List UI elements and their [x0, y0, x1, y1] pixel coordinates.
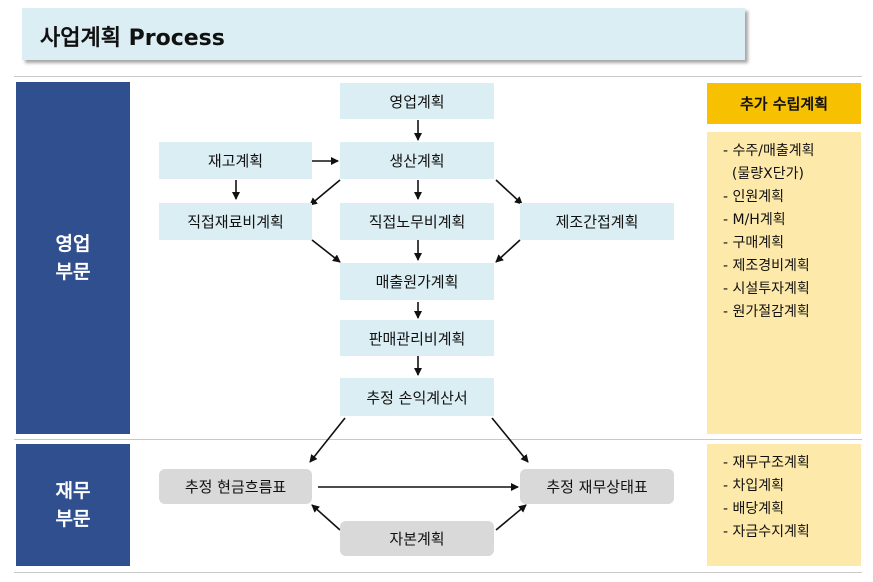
- arrow-capital-to-balance: [495, 504, 527, 531]
- node-manufacturing-overhead-plan: 제조간접계획: [520, 203, 674, 240]
- additional-item: - 차입계획: [723, 478, 785, 494]
- arrow-production-to-overhead: [495, 179, 523, 205]
- additional-item: - 시설투자계획: [723, 281, 810, 297]
- additional-item: - 원가절감계획: [723, 304, 810, 320]
- arrow-income-to-cashflow: [309, 417, 346, 463]
- node-estimated-income-statement: 추정 손익계산서: [340, 378, 494, 416]
- arrow-capital-to-cashflow: [311, 504, 341, 531]
- finance-department-label: 재무 부문: [16, 444, 130, 566]
- finance-additional-panel: - 재무구조계획 - 차입계획 - 배당계획 - 자금수지계획: [707, 444, 861, 566]
- section-divider: [14, 439, 862, 440]
- page-title: 사업계획 Process: [40, 26, 225, 51]
- additional-item: - 배당계획: [723, 501, 785, 517]
- node-direct-material-plan: 직접재료비계획: [159, 203, 312, 240]
- sales-additional-panel: - 수주/매출계획 (물량X단가) - 인원계획 - M/H계획 - 구매계획 …: [707, 132, 861, 434]
- node-estimated-cashflow: 추정 현금흐름표: [159, 469, 312, 504]
- arrow-production-to-material: [309, 179, 341, 206]
- node-estimated-balance-sheet: 추정 재무상태표: [520, 469, 674, 504]
- node-sales-plan: 영업계획: [340, 83, 494, 119]
- node-sga-plan: 판매관리비계획: [340, 320, 494, 356]
- sales-department-label: 영업 부문: [16, 82, 130, 434]
- additional-item: - 자금수지계획: [723, 524, 810, 540]
- node-cost-of-sales-plan: 매출원가계획: [340, 263, 494, 300]
- additional-item: - 수주/매출계획: [723, 143, 815, 159]
- bottom-divider: [14, 572, 862, 573]
- additional-item: (물량X단가): [723, 166, 804, 182]
- arrow-material-to-cost: [311, 239, 341, 263]
- node-inventory-plan: 재고계획: [159, 142, 312, 179]
- additional-item: - 제조경비계획: [723, 258, 810, 274]
- additional-item: - 재무구조계획: [723, 455, 810, 471]
- additional-plans-header: 추가 수립계획: [707, 83, 861, 124]
- additional-item: - 인원계획: [723, 189, 785, 205]
- additional-item: - 구매계획: [723, 235, 785, 251]
- arrow-income-to-balance: [491, 417, 529, 463]
- additional-item: - M/H계획: [723, 212, 786, 228]
- top-divider: [14, 76, 862, 77]
- title-banner: 사업계획 Process: [22, 8, 745, 60]
- node-direct-labor-plan: 직접노무비계획: [340, 203, 494, 240]
- arrow-overhead-to-cost: [495, 239, 521, 263]
- node-production-plan: 생산계획: [340, 142, 494, 179]
- node-capital-plan: 자본계획: [340, 521, 494, 556]
